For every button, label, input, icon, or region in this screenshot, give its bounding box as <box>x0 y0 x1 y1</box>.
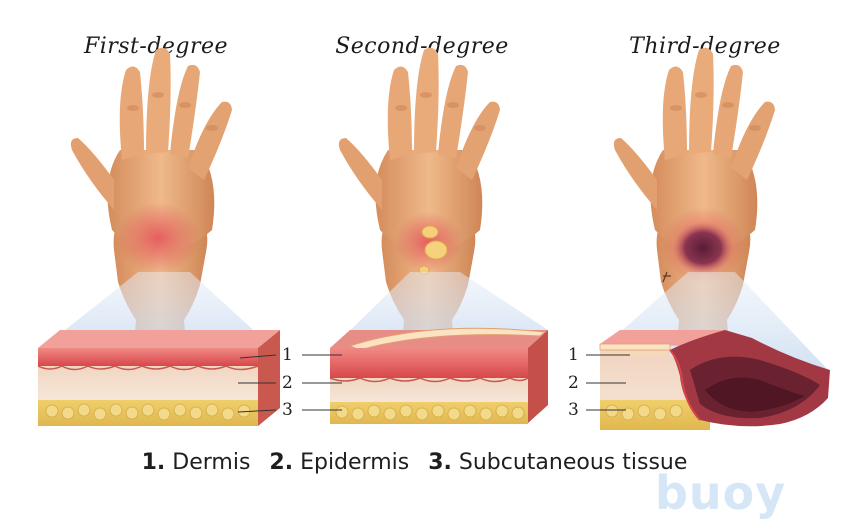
blister <box>425 241 447 259</box>
legend-item: 2. Epidermis <box>269 450 415 475</box>
charred-area <box>673 222 733 274</box>
layer-label-2: 2 <box>282 373 293 393</box>
layer-label-3: 3 <box>568 400 579 420</box>
layer-label-1: 1 <box>282 345 293 365</box>
legend-number: 1. <box>142 450 166 475</box>
redness-area <box>116 202 200 274</box>
legend-number: 2. <box>269 450 293 475</box>
legend-text: Epidermis <box>300 450 409 475</box>
layer-label-3: 3 <box>282 400 293 420</box>
blister <box>422 226 438 238</box>
legend-number: 3. <box>428 450 452 475</box>
skin-block-second-degree <box>330 328 548 424</box>
legend-item: 1. Dermis <box>142 450 257 475</box>
layer-label-2: 2 <box>568 373 579 393</box>
legend-text: Dermis <box>172 450 250 475</box>
layer-label-1: 1 <box>568 345 579 365</box>
layer-legend: 1. Dermis 2. Epidermis 3. Subcutaneous t… <box>0 450 841 475</box>
legend-item: 3. Subcutaneous tissue <box>428 450 693 475</box>
legend-text: Subcutaneous tissue <box>459 450 688 475</box>
